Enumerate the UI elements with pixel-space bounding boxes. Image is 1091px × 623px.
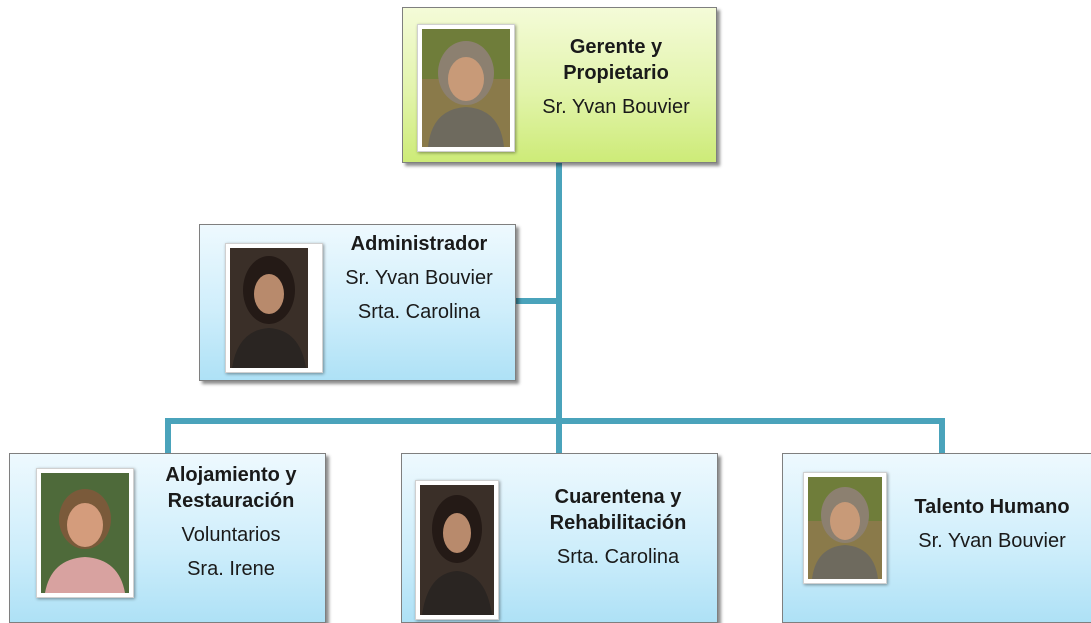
node-admin-line2: Srta. Carolina	[357, 301, 481, 323]
node-owner-title-line1: Gerente y	[569, 36, 663, 58]
node-admin: Administrador Sr. Yvan Bouvier Srta. Car…	[199, 224, 516, 381]
connector-right-drop	[939, 418, 945, 454]
node-lodging-title-line2: Restauración	[167, 490, 295, 512]
node-hr-line1: Sr. Yvan Bouvier	[918, 530, 1066, 552]
node-quarantine-text: Cuarentena y Rehabilitación Srta. Caroli…	[520, 484, 716, 574]
node-quarantine-title-line1: Cuarentena y	[554, 486, 682, 508]
node-lodging-title-line1: Alojamiento y	[165, 464, 297, 486]
node-owner: Gerente y Propietario Sr. Yvan Bouvier	[402, 7, 717, 163]
man-portrait-photo	[417, 24, 515, 152]
node-admin-title: Administrador	[350, 233, 488, 255]
node-admin-text: Administrador Sr. Yvan Bouvier Srta. Car…	[324, 231, 514, 329]
connector-center-drop	[556, 418, 562, 454]
node-lodging: Alojamiento y Restauración Voluntarios S…	[9, 453, 326, 623]
connector-admin-branch	[516, 298, 562, 304]
node-hr-title: Talento Humano	[914, 496, 1070, 518]
node-owner-title-line2: Propietario	[563, 62, 669, 84]
node-quarantine: Cuarentena y Rehabilitación Srta. Caroli…	[401, 453, 718, 623]
connector-left-drop	[165, 418, 171, 454]
node-lodging-line2: Sra. Irene	[187, 558, 275, 580]
node-lodging-text: Alojamiento y Restauración Voluntarios S…	[138, 462, 324, 586]
node-owner-text: Gerente y Propietario Sr. Yvan Bouvier	[521, 34, 711, 124]
node-hr-text: Talento Humano Sr. Yvan Bouvier	[893, 494, 1091, 558]
woman-smiling-portrait-photo	[36, 468, 134, 598]
node-quarantine-line1: Srta. Carolina	[556, 546, 680, 568]
node-owner-name: Sr. Yvan Bouvier	[542, 96, 690, 118]
connector-horizontal-bar	[165, 418, 945, 424]
connector-trunk	[556, 162, 562, 424]
node-lodging-line1: Voluntarios	[181, 524, 281, 546]
woman-portrait-photo	[225, 243, 323, 373]
woman-portrait-photo	[415, 480, 499, 620]
node-admin-line1: Sr. Yvan Bouvier	[345, 267, 493, 289]
node-quarantine-title-line2: Rehabilitación	[549, 512, 687, 534]
node-hr: Talento Humano Sr. Yvan Bouvier	[782, 453, 1091, 623]
man-portrait-photo	[803, 472, 887, 584]
